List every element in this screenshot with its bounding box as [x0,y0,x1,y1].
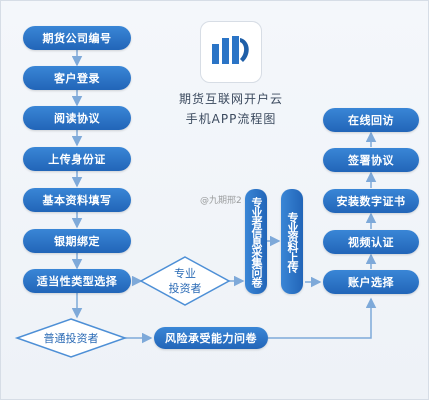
title-line-2: 手机APP流程图 [185,112,277,126]
title-line-1: 期货互联网开户云 [178,92,283,106]
professional-label-line2: 投资者 [168,282,202,295]
professional-investor-label: 专业 投资者 [149,266,221,296]
ordinary-investor-label: 普通投资者 [23,331,119,346]
professional-info-survey: 专业者信息采集问卷 [245,189,267,294]
step-install-certificate: 安装数字证书 [323,189,419,213]
app-logo-icon [212,36,249,64]
step-customer-login: 客户登录 [23,66,131,90]
arrow-risk-to-account [268,297,377,339]
app-logo [200,21,262,83]
step-read-agreement: 阅读协议 [23,106,131,130]
risk-tolerance-survey: 风险承受能力问卷 [154,327,268,349]
ordinary-diamond-shape [14,318,128,358]
professional-diamond-shape [139,256,231,306]
step-sign-agreement: 签署协议 [323,148,419,172]
step-video-verification: 视频认证 [323,230,419,254]
step-upload-id: 上传身份证 [23,147,131,171]
step-account-selection: 账户选择 [323,270,419,294]
step-bank-binding: 银期绑定 [23,229,131,253]
step-suitability-type: 适当性类型选择 [23,269,131,293]
professional-label-line1: 专业 [174,267,196,280]
step-online-callback: 在线回访 [323,108,419,132]
professional-docs-upload: 专业资料上传 [281,189,303,294]
ordinary-label-text: 普通投资者 [43,332,99,345]
watermark: @九期邢2 [200,196,242,206]
diagram-title: 期货互联网开户云 手机APP流程图 [161,89,301,129]
step-futures-company-code: 期货公司编号 [23,26,131,50]
step-basic-info: 基本资料填写 [23,188,131,212]
